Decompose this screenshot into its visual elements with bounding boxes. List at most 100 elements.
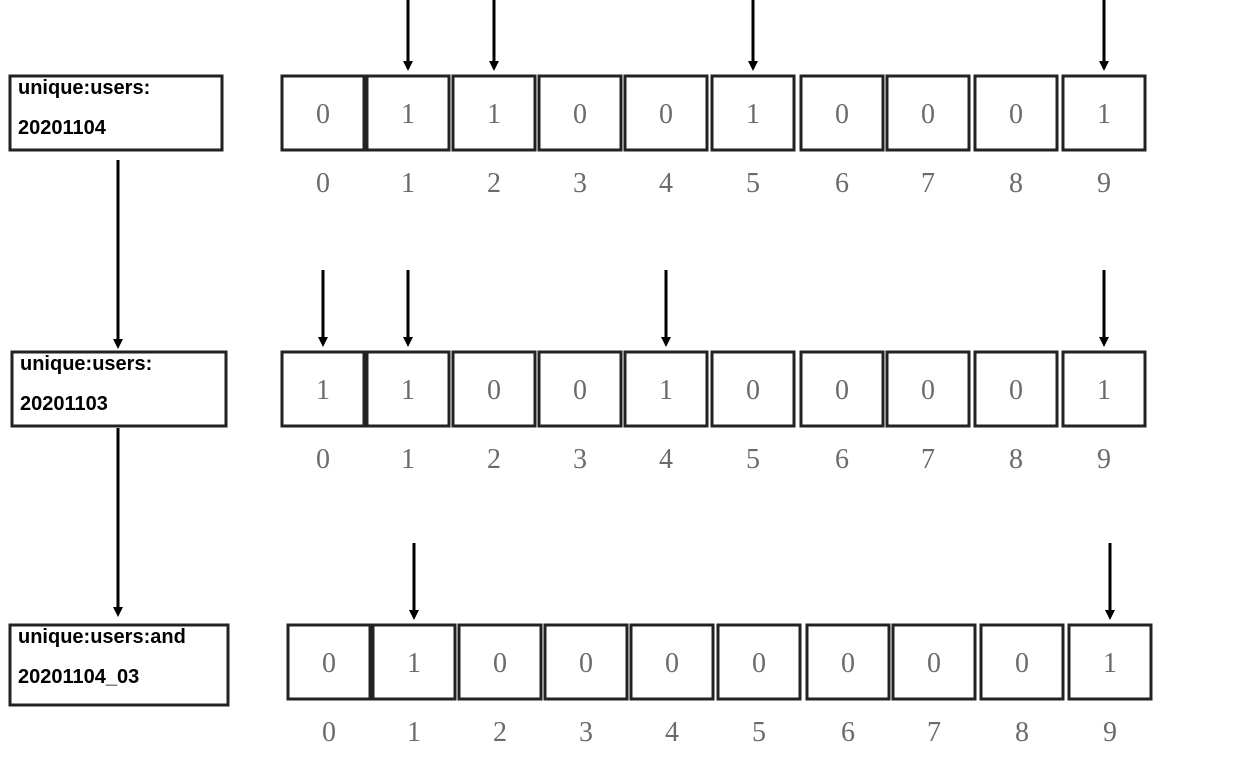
bit-value: 0	[665, 648, 679, 679]
bit-index-label: 1	[401, 444, 415, 475]
key-label-line: 20201103	[20, 393, 108, 415]
bit-index-label: 2	[493, 717, 507, 748]
bit-value: 1	[746, 99, 760, 130]
bit-cell	[799, 74, 885, 152]
bit-value: 1	[1097, 99, 1111, 130]
bit-value: 0	[487, 375, 501, 406]
bit-value: 0	[579, 648, 593, 679]
bit-index-label: 7	[927, 717, 941, 748]
bit-index-label: 0	[316, 168, 330, 199]
bit-index-label: 5	[746, 444, 760, 475]
key-box	[8, 623, 230, 707]
bit-cell	[710, 74, 796, 152]
bit-index-label: 6	[835, 168, 849, 199]
bit-value: 1	[1103, 648, 1117, 679]
bit-cell	[973, 350, 1059, 428]
bit-index-label: 6	[841, 717, 855, 748]
bit-index-label: 4	[659, 168, 673, 199]
bit-value: 0	[573, 375, 587, 406]
bit-value: 0	[493, 648, 507, 679]
bit-value: 0	[1009, 375, 1023, 406]
bit-cell	[286, 623, 372, 701]
bit-value: 1	[401, 375, 415, 406]
bit-index-label: 4	[665, 717, 679, 748]
bit-cell	[891, 623, 977, 701]
bit-value: 0	[316, 99, 330, 130]
bit-value: 0	[1009, 99, 1023, 130]
key-box	[10, 350, 228, 428]
bit-value: 0	[921, 99, 935, 130]
bit-cell	[799, 350, 885, 428]
bit-value: 0	[746, 375, 760, 406]
bit-index-label: 3	[579, 717, 593, 748]
bit-value: 0	[1015, 648, 1029, 679]
bit-index-label: 7	[921, 168, 935, 199]
bit-cell	[629, 623, 715, 701]
bit-cell	[1061, 350, 1147, 428]
bit-value: 0	[835, 375, 849, 406]
bit-cell	[365, 74, 451, 152]
bit-value: 0	[573, 99, 587, 130]
bit-index-label: 1	[407, 717, 421, 748]
bit-cell	[451, 350, 537, 428]
bit-index-label: 3	[573, 444, 587, 475]
bit-cell	[1067, 623, 1153, 701]
bit-index-label: 1	[401, 168, 415, 199]
bit-value: 1	[1097, 375, 1111, 406]
bit-cell	[365, 350, 451, 428]
key-label-line: 20201104	[18, 117, 107, 139]
bit-index-label: 6	[835, 444, 849, 475]
bit-cell	[710, 350, 796, 428]
bit-index-label: 9	[1103, 717, 1117, 748]
bit-value: 0	[921, 375, 935, 406]
bit-index-label: 8	[1015, 717, 1029, 748]
bit-value: 0	[841, 648, 855, 679]
bit-index-label: 2	[487, 444, 501, 475]
bit-value: 0	[659, 99, 673, 130]
bit-index-label: 0	[316, 444, 330, 475]
bit-cell	[537, 74, 623, 152]
bit-cell	[1061, 74, 1147, 152]
bit-cell	[623, 350, 709, 428]
bit-cell	[885, 74, 971, 152]
bit-index-label: 9	[1097, 444, 1111, 475]
bit-value: 1	[407, 648, 421, 679]
bit-value: 0	[752, 648, 766, 679]
bitmap-row-1: unique:users: 20201104 0 1 1 0 0 1 0 0 0 1 0 1 2 3 4 5 6 7 8…	[8, 0, 1147, 199]
bit-index-label: 3	[573, 168, 587, 199]
bit-value: 1	[659, 375, 673, 406]
bit-cell	[973, 74, 1059, 152]
bit-cell	[280, 74, 366, 152]
bit-cell	[543, 623, 629, 701]
bit-cell	[537, 350, 623, 428]
bit-value: 0	[835, 99, 849, 130]
bit-value: 1	[487, 99, 501, 130]
bit-index-label: 0	[322, 717, 336, 748]
key-box	[8, 74, 224, 152]
bit-index-label: 5	[746, 168, 760, 199]
bit-index-label: 7	[921, 444, 935, 475]
bit-cell	[451, 74, 537, 152]
bit-index-label: 4	[659, 444, 673, 475]
bit-cell	[371, 623, 457, 701]
bit-cell	[623, 74, 709, 152]
key-label-line: 20201104_03	[18, 666, 139, 688]
bit-index-label: 5	[752, 717, 766, 748]
key-label-line: unique:users:	[18, 77, 150, 99]
bit-index-label: 9	[1097, 168, 1111, 199]
bit-index-label: 2	[487, 168, 501, 199]
bit-cell	[885, 350, 971, 428]
bit-value: 1	[401, 99, 415, 130]
bit-cell	[979, 623, 1065, 701]
bit-value: 1	[316, 375, 330, 406]
key-label-line: unique:users:and	[18, 626, 186, 648]
bit-index-label: 8	[1009, 444, 1023, 475]
bit-value: 0	[927, 648, 941, 679]
bit-cell	[716, 623, 802, 701]
bit-index-label: 8	[1009, 168, 1023, 199]
bit-cell	[457, 623, 543, 701]
bit-value: 0	[322, 648, 336, 679]
bit-cell	[805, 623, 891, 701]
